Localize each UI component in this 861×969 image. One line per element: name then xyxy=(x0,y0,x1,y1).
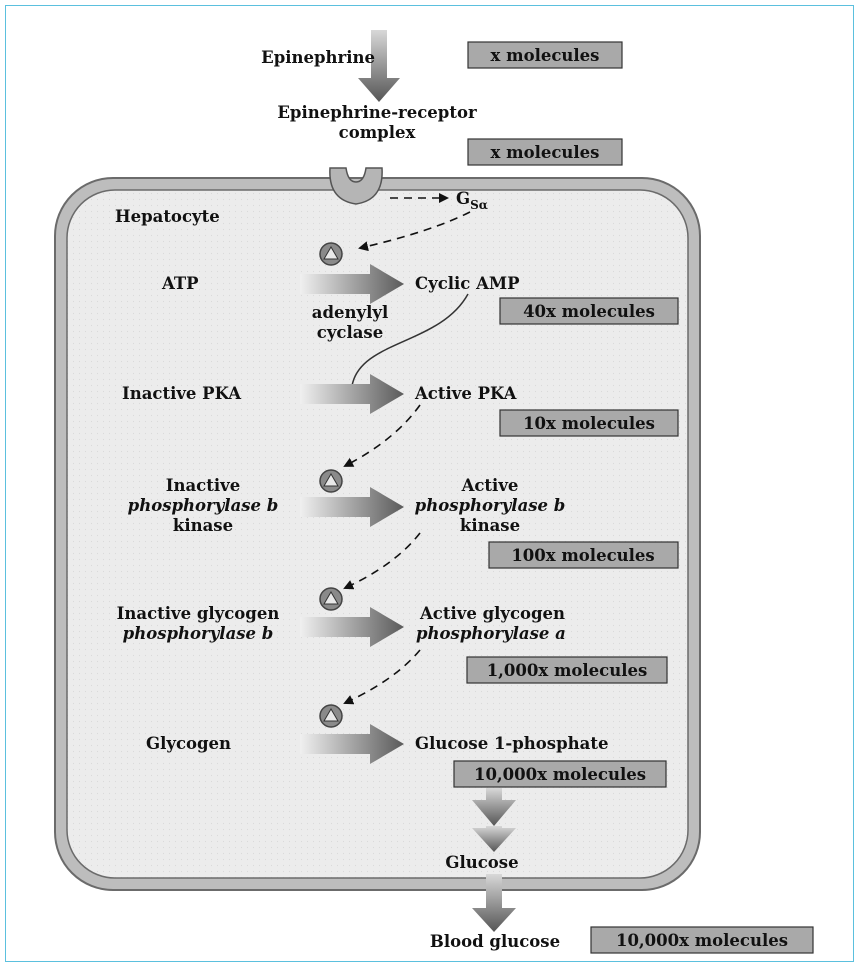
arrow-g1p-down-1 xyxy=(472,788,516,826)
amplification-box-3: 40x molecules xyxy=(499,297,679,325)
hepatocyte-label: Hepatocyte xyxy=(115,207,220,226)
active-gp-label-1: Active glycogen xyxy=(419,604,565,623)
inactive-kinase-label-2: phosphorylase b xyxy=(128,496,279,515)
amplification-label: 10x molecules xyxy=(523,414,655,433)
cyclic-amp-label: Cyclic AMP xyxy=(415,274,520,293)
arrow-gp-activation xyxy=(300,607,404,647)
enzyme-icon-cyclase xyxy=(319,242,343,266)
active-kinase-label-1: Active xyxy=(461,476,519,495)
dashed-arrow-gp-to-glycogen xyxy=(343,649,421,705)
arrow-glucose-to-blood xyxy=(472,874,516,932)
arrow-g1p-down-2 xyxy=(472,826,516,852)
amplification-box-4: 10x molecules xyxy=(499,409,679,437)
amplification-box-2: x molecules xyxy=(467,138,623,166)
arrow-kinase-activation xyxy=(300,487,404,527)
arrow-pka-activation xyxy=(300,374,404,414)
complex-label-line1: Epinephrine-receptor xyxy=(277,103,477,122)
active-gp-label-2: phosphorylase a xyxy=(416,624,566,643)
amplification-box-1: x molecules xyxy=(467,41,623,69)
active-kinase-label-3: kinase xyxy=(460,516,520,535)
amplification-label: 10,000x molecules xyxy=(474,765,646,784)
arrow-glycogen-to-g1p xyxy=(300,724,404,764)
amplification-box-8: 10,000x molecules xyxy=(590,926,814,954)
enzyme-icon-pka xyxy=(319,469,343,493)
amplification-box-6: 1,000x molecules xyxy=(466,656,668,684)
atp-label: ATP xyxy=(161,274,199,293)
cyclase-label: cyclase xyxy=(317,323,383,342)
gs-alpha-label: GSα xyxy=(456,189,488,212)
inactive-gp-label-1: Inactive glycogen xyxy=(117,604,280,623)
amplification-label: x molecules xyxy=(491,143,600,162)
figure-frame xyxy=(5,5,854,962)
enzyme-icon-phosphorylase xyxy=(319,704,343,728)
dashed-arrow-pka-to-kinase xyxy=(343,404,421,467)
inactive-kinase-label-3: kinase xyxy=(173,516,233,535)
inactive-pka-label: Inactive PKA xyxy=(122,384,241,403)
inactive-gp-label-2: phosphorylase b xyxy=(123,624,274,643)
amplification-label: 10,000x molecules xyxy=(616,931,788,950)
glycogen-label: Glycogen xyxy=(146,734,231,753)
amplification-label: x molecules xyxy=(491,46,600,65)
complex-label-line2: complex xyxy=(339,123,416,142)
arrow-epinephrine-to-complex xyxy=(358,30,400,102)
receptor-icon xyxy=(329,167,383,205)
blood-glucose-label: Blood glucose xyxy=(430,932,560,951)
adenylyl-label: adenylyl xyxy=(312,303,388,322)
amplification-label: 40x molecules xyxy=(523,302,655,321)
epinephrine-label: Epinephrine xyxy=(261,48,375,67)
glucose-label: Glucose xyxy=(445,853,518,872)
arrow-atp-to-camp xyxy=(300,264,404,304)
g1p-label: Glucose 1-phosphate xyxy=(415,734,608,753)
active-pka-label: Active PKA xyxy=(414,384,517,403)
camp-activation-line xyxy=(351,293,469,387)
inactive-kinase-label-1: Inactive xyxy=(166,476,240,495)
dashed-arrow-gs-to-cyclase xyxy=(358,211,471,252)
amplification-label: 100x molecules xyxy=(511,546,654,565)
active-kinase-label-2: phosphorylase b xyxy=(415,496,566,515)
amplification-box-7: 10,000x molecules xyxy=(453,760,667,788)
amplification-label: 1,000x molecules xyxy=(487,661,648,680)
amplification-box-5: 100x molecules xyxy=(488,541,679,569)
dashed-arrow-kinase-to-gp xyxy=(343,532,421,590)
enzyme-icon-kinase xyxy=(319,587,343,611)
